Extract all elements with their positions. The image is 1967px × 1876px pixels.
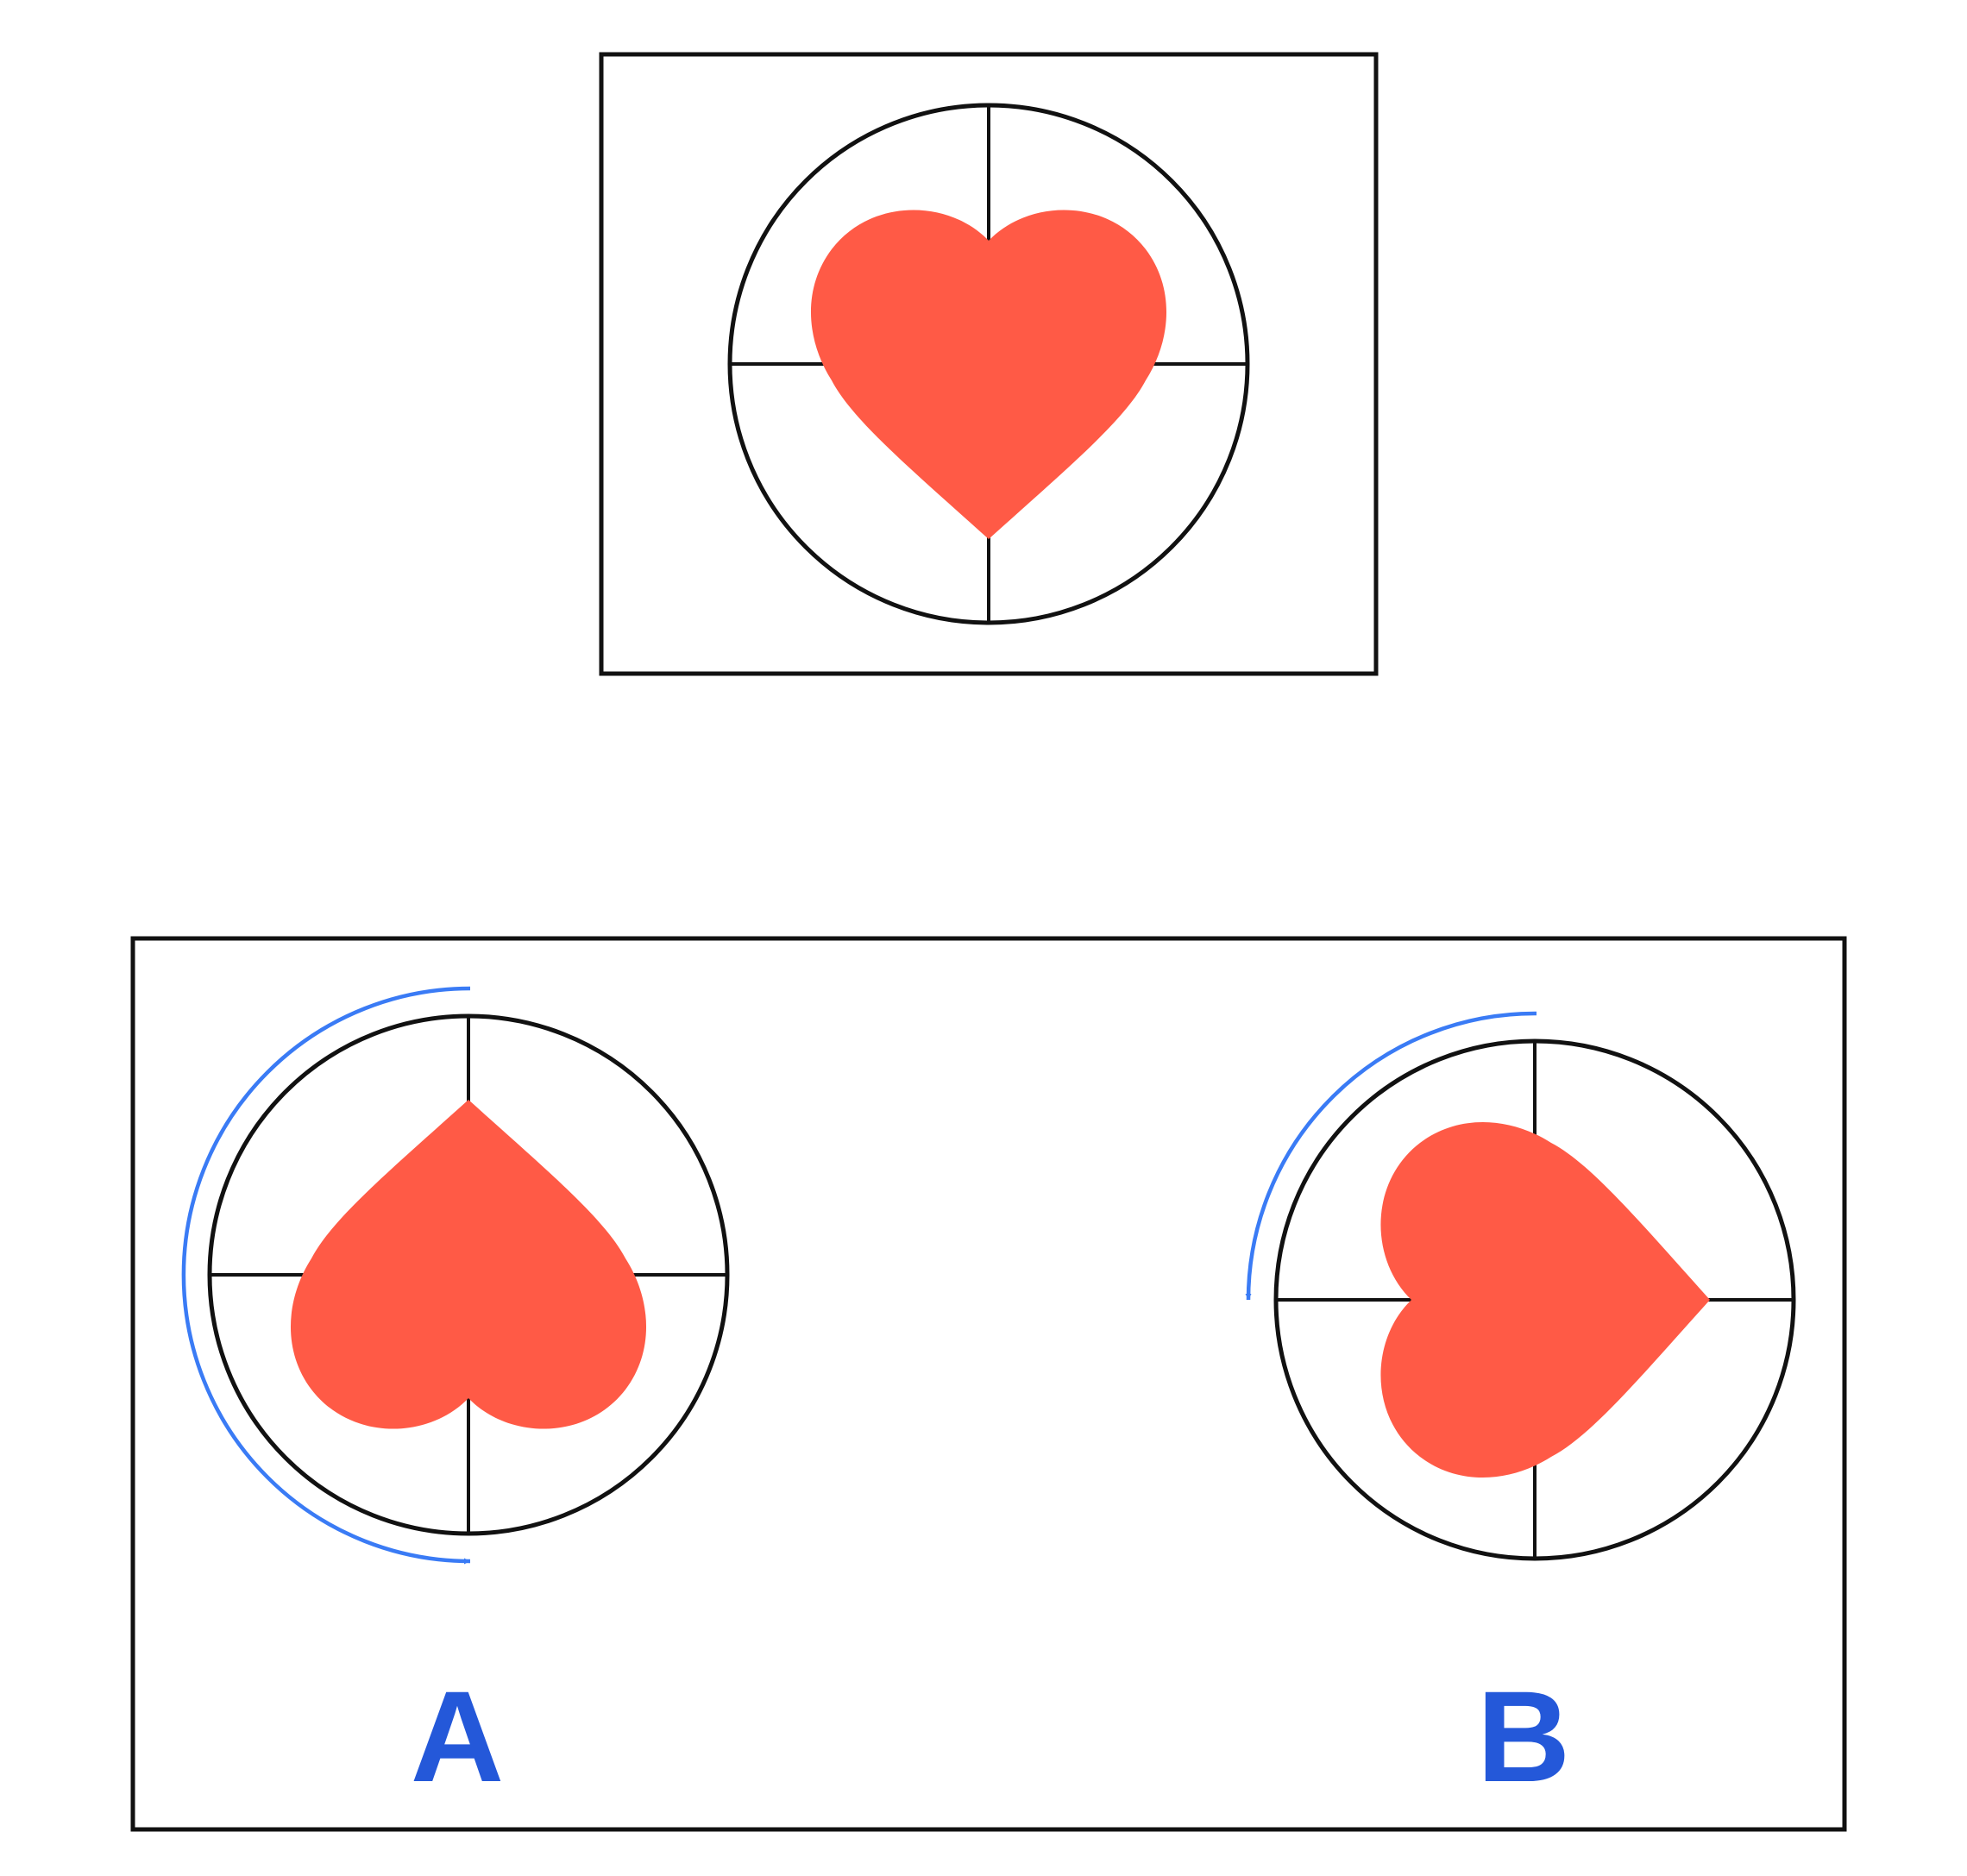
reference-dial <box>727 103 1250 625</box>
heart-icon <box>1380 1121 1710 1478</box>
heart-icon <box>290 1100 647 1429</box>
option-b[interactable]: B <box>1245 1011 1796 1809</box>
options-panel: A B <box>130 936 1847 1832</box>
reference-panel <box>599 52 1379 676</box>
rotation-arrow-icon <box>181 986 471 1565</box>
option-a-dial <box>181 986 730 1565</box>
option-label: B <box>1477 1664 1570 1809</box>
options-frame <box>130 936 1847 1832</box>
option-a[interactable]: A <box>181 986 730 1809</box>
reference-frame <box>599 52 1379 676</box>
option-label: A <box>411 1664 504 1809</box>
option-b-dial <box>1245 1011 1796 1561</box>
heart-icon <box>810 210 1167 539</box>
rotation-arrow-icon <box>1245 1011 1537 1301</box>
